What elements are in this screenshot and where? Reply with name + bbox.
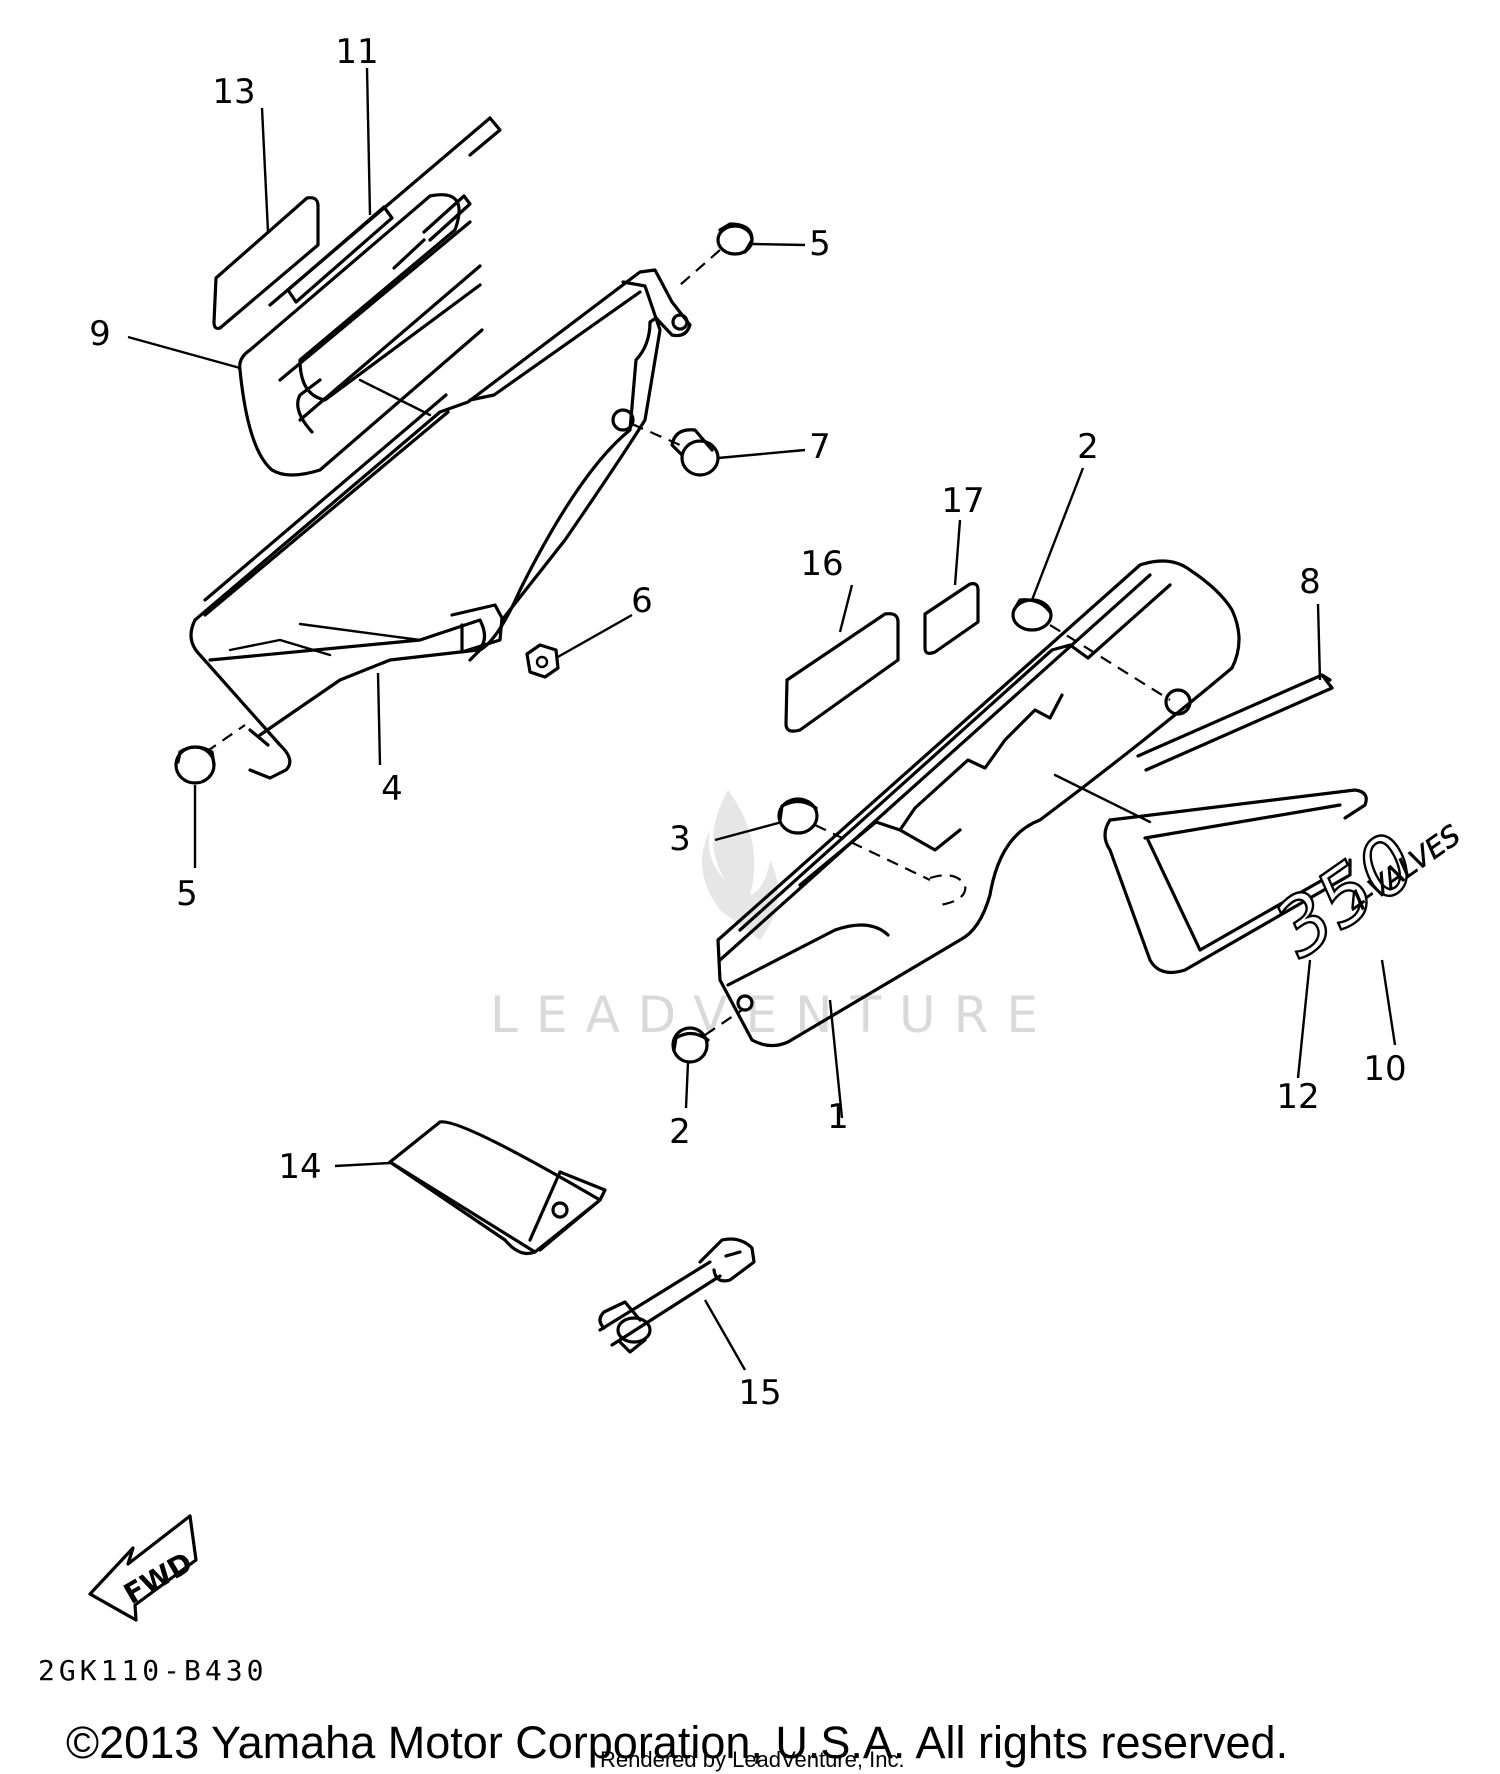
leader-lines bbox=[127, 67, 1397, 1371]
rendered-by-text: Rendered by LeadVenture, Inc. bbox=[600, 1747, 905, 1772]
diagram-code: 2GK110-B430 bbox=[38, 1654, 267, 1687]
part-number-label: 10 bbox=[1363, 1049, 1406, 1089]
part-number-label: 13 bbox=[212, 72, 255, 112]
part-number-label: 2 bbox=[1077, 427, 1099, 467]
part-4-frame-bracket bbox=[189, 268, 692, 780]
part-number-label: 2 bbox=[669, 1112, 691, 1152]
part-11-strip bbox=[286, 205, 394, 304]
part-9-side-cover bbox=[238, 116, 502, 477]
part-number-label: 15 bbox=[738, 1373, 781, 1413]
part-15-strap bbox=[598, 1237, 756, 1354]
copyright-text: ©2013 Yamaha Motor Corporation, U.S.A. A… bbox=[66, 1717, 1288, 1768]
part-number-label: 17 bbox=[941, 481, 984, 521]
part-number-label: 14 bbox=[278, 1147, 321, 1187]
part-16-label-sticker bbox=[784, 612, 900, 733]
part-number-label: 11 bbox=[335, 32, 378, 72]
part-number-label: 5 bbox=[809, 224, 831, 264]
part-number-label: 3 bbox=[669, 819, 691, 859]
fwd-arrow-icon: FWD bbox=[88, 1514, 198, 1622]
part-2-grommet-lower bbox=[671, 1009, 743, 1064]
part-number-label: 6 bbox=[631, 581, 653, 621]
part-6-nut bbox=[525, 643, 560, 679]
part-5-grommet-lower bbox=[174, 724, 246, 785]
part-13-decal bbox=[212, 196, 320, 330]
part-3-grommet bbox=[777, 797, 819, 835]
part-number-label: 4 bbox=[381, 769, 403, 809]
part-number-label: 7 bbox=[809, 427, 831, 467]
part-stripe-upper bbox=[392, 194, 472, 270]
part-number-label: 1 bbox=[827, 1097, 849, 1137]
part-2-grommet-upper bbox=[1011, 598, 1171, 701]
part-number-label: 9 bbox=[89, 314, 111, 354]
part-number-label: 16 bbox=[800, 544, 843, 584]
part-8-strip bbox=[1136, 673, 1334, 772]
part-number-label: 5 bbox=[176, 874, 198, 914]
part-number-label: 8 bbox=[1299, 562, 1321, 602]
part-5-grommet-upper bbox=[679, 222, 754, 286]
part-number-label: 12 bbox=[1276, 1077, 1319, 1117]
part-14-tool-bag bbox=[388, 1120, 607, 1256]
part-17-label-sticker bbox=[923, 582, 980, 655]
part-1-side-cover bbox=[716, 559, 1241, 1048]
watermark-text: LEADVENTURE bbox=[490, 986, 1056, 1044]
part-decal-outline bbox=[1103, 788, 1368, 974]
